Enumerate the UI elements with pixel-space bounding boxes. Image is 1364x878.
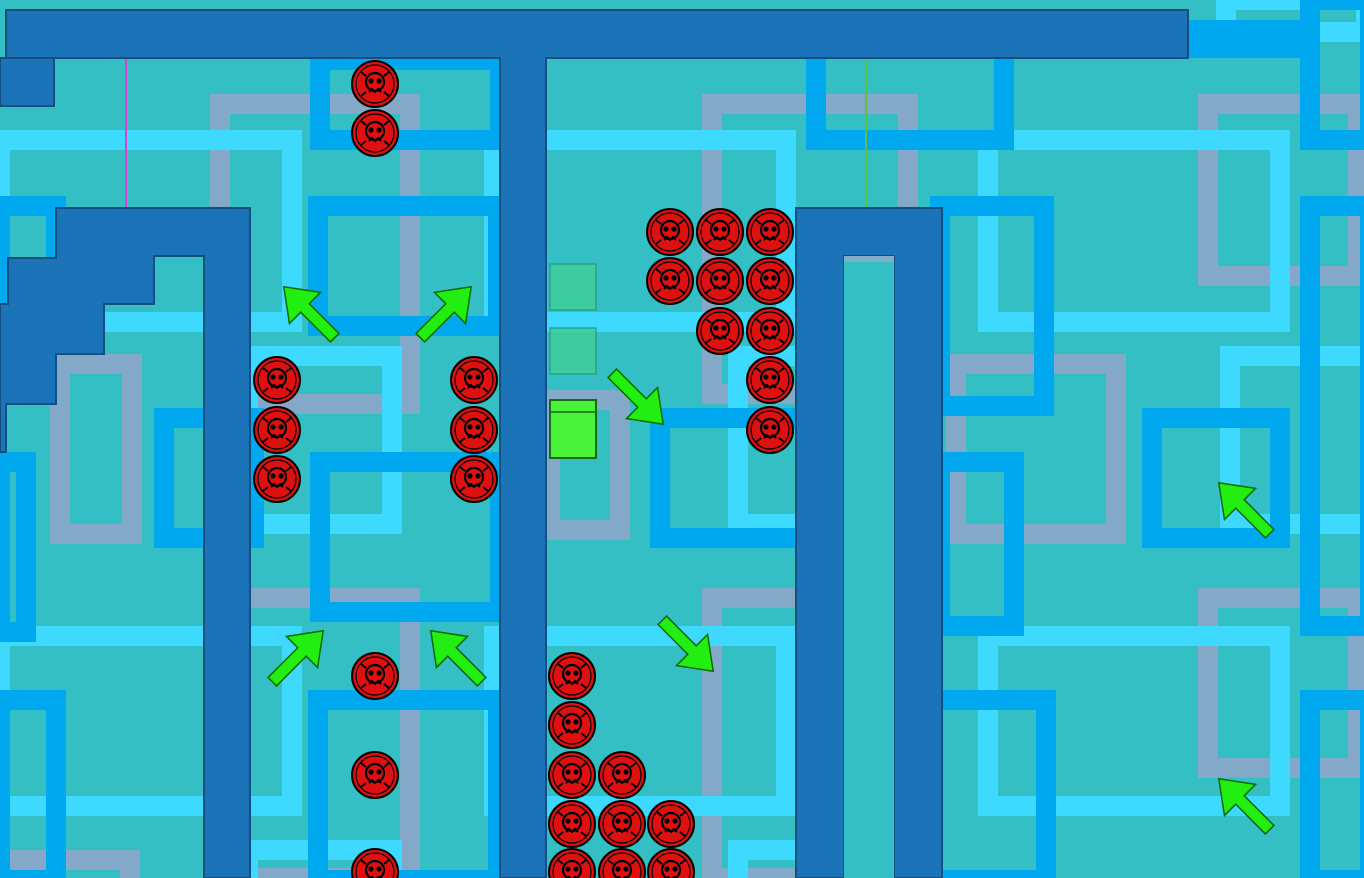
pattern-frame [1142, 408, 1290, 548]
skull-spike-icon [745, 405, 795, 455]
skull-spike-icon [252, 454, 302, 504]
skull-spike-icon [350, 750, 400, 800]
pattern-frame [0, 130, 302, 332]
skull-spike-icon [645, 207, 695, 257]
skull-spike-icon [745, 306, 795, 356]
skull-spike-icon [745, 207, 795, 257]
skull-spike-icon [646, 799, 696, 849]
skull-spike-icon [449, 355, 499, 405]
skull-spike-icon [547, 799, 597, 849]
pattern-frame [1180, 20, 1300, 58]
pattern-frame [0, 690, 66, 878]
pattern-frame [308, 196, 508, 336]
pattern-frame [978, 626, 1290, 816]
skull-spike-icon [695, 256, 745, 306]
skull-spike-icon [547, 700, 597, 750]
pattern-frame [50, 354, 142, 544]
pattern-frame [1300, 196, 1364, 636]
skull-spike-icon [695, 207, 745, 257]
skull-spike-icon [449, 454, 499, 504]
skull-spike-icon [745, 256, 795, 306]
skull-spike-icon [350, 108, 400, 158]
wall-structures [0, 9, 1189, 878]
pattern-frame [978, 130, 1290, 332]
player-trail-ghost [549, 263, 597, 311]
skull-spike-icon [745, 355, 795, 405]
skull-spike-icon [350, 59, 400, 109]
skull-spike-icon [252, 355, 302, 405]
square-player-icon [549, 399, 597, 459]
skull-spike-icon [597, 750, 647, 800]
skull-spike-icon [646, 847, 696, 878]
skull-spike-icon [597, 799, 647, 849]
skull-spike-icon [645, 256, 695, 306]
left-stepped-wall [0, 207, 251, 878]
skull-spike-icon [547, 651, 597, 701]
right-u-inner [844, 256, 894, 878]
pattern-frame [0, 452, 36, 642]
skull-spike-icon [547, 750, 597, 800]
pattern-frame [1300, 690, 1364, 878]
skull-spike-icon [252, 405, 302, 455]
right-u-inner-shade [844, 256, 894, 262]
pattern-frame [308, 690, 508, 878]
pattern-frame [1220, 346, 1364, 534]
pattern-frame [1300, 0, 1364, 150]
skull-spike-icon [597, 847, 647, 878]
player-trail-ghost [549, 327, 597, 375]
skull-spike-icon [350, 651, 400, 701]
skull-spike-icon [547, 847, 597, 878]
pattern-frame [0, 626, 302, 816]
skull-spike-icon [695, 306, 745, 356]
skull-spike-icon [449, 405, 499, 455]
left-staircase-wall [0, 57, 55, 107]
